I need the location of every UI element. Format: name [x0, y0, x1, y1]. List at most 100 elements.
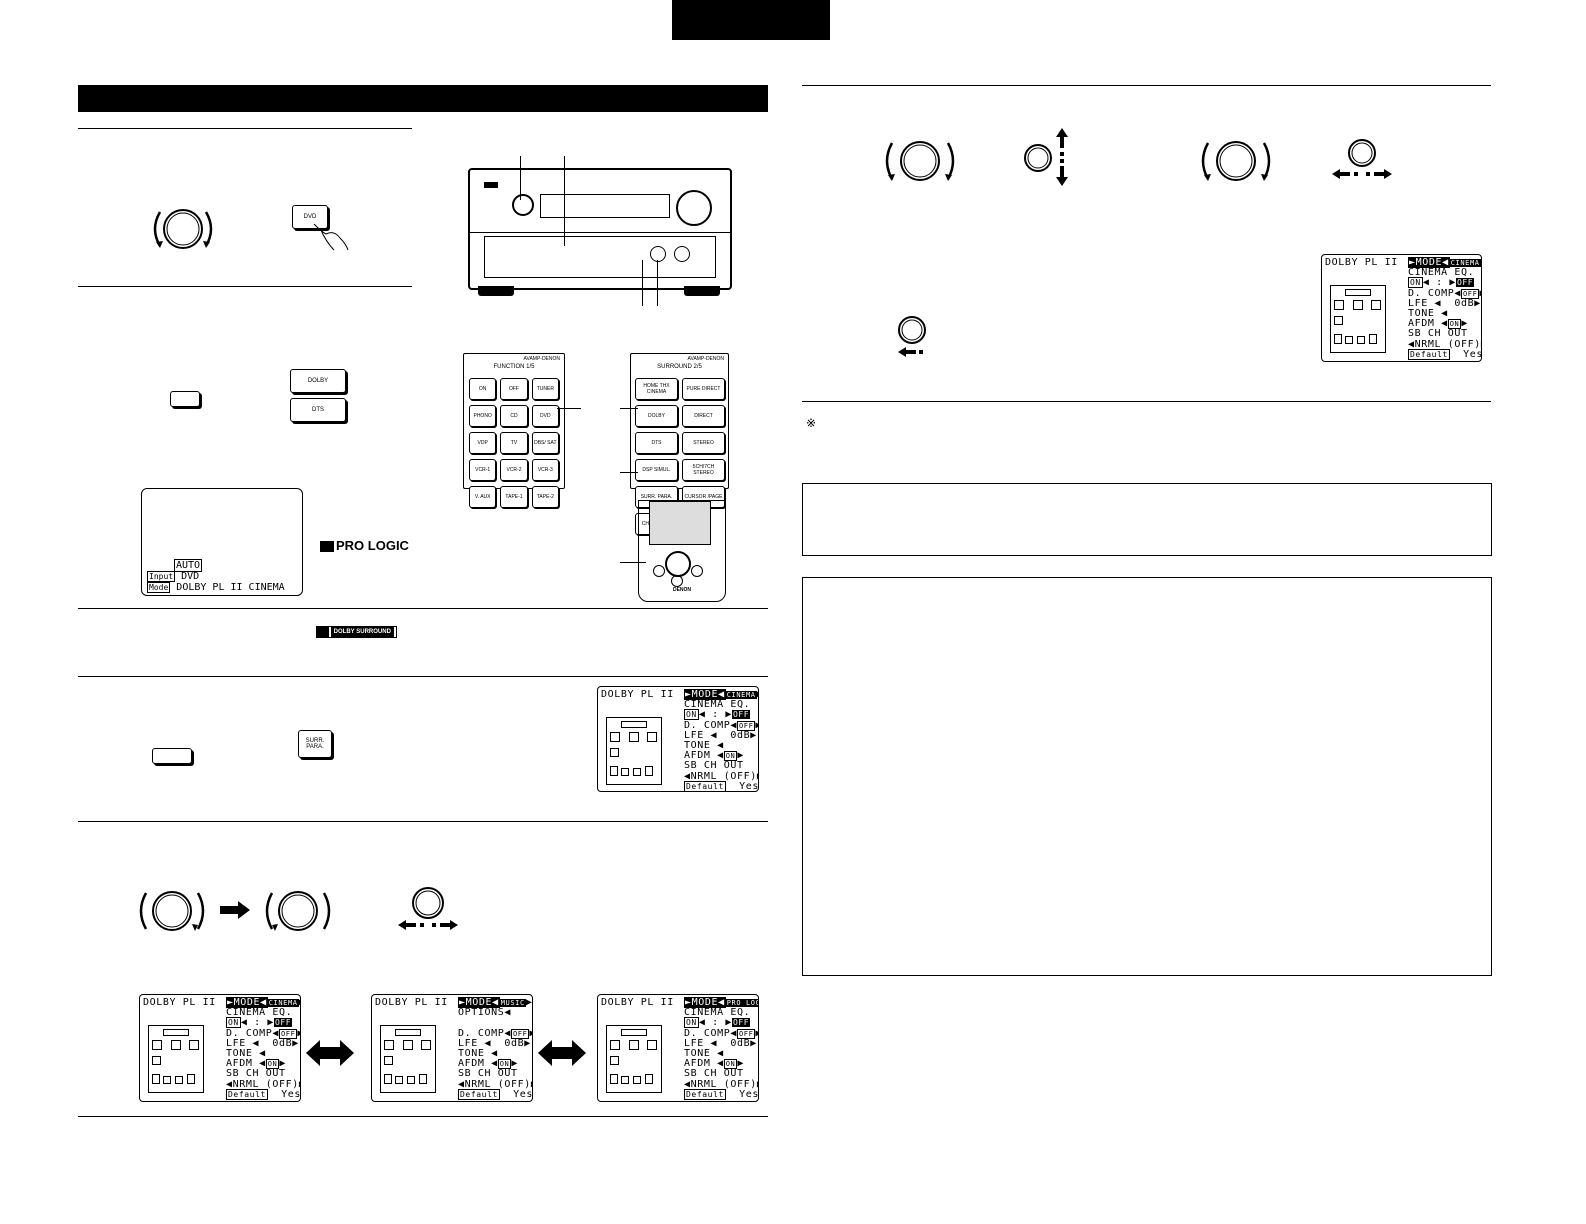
osd-off[interactable]: OFF	[1455, 278, 1475, 288]
osd-yes[interactable]: Yes	[739, 1088, 759, 1100]
osd-lfe[interactable]: LFE	[1408, 297, 1428, 309]
remote-key[interactable]: DIRECT	[682, 405, 725, 427]
osd-default-button[interactable]: Default	[684, 1088, 726, 1100]
osd-yes[interactable]: Yes	[739, 780, 759, 792]
osd-cinema-eq[interactable]: CINEMA EQ.	[226, 1007, 293, 1019]
osd-on[interactable]: ON	[684, 709, 699, 721]
osd-nrml[interactable]: NRML (OFF)	[1414, 338, 1481, 350]
osd-lfe[interactable]: LFE	[684, 1037, 704, 1049]
remote-key[interactable]: DOLBY	[635, 405, 678, 427]
osd-lfe[interactable]: LFE	[458, 1037, 478, 1049]
remote-key[interactable]: TV	[500, 432, 528, 454]
remote-key[interactable]: V. AUX	[469, 486, 497, 508]
osd-afdm[interactable]: AFDM	[684, 750, 711, 762]
osd-cinema-eq[interactable]: CINEMA EQ.	[684, 699, 751, 711]
osd-lfe[interactable]: LFE	[684, 729, 704, 741]
osd-nrml[interactable]: NRML (OFF)	[232, 1078, 299, 1090]
osd-on[interactable]: ON	[1408, 277, 1423, 289]
osd-afdm[interactable]: AFDM	[1408, 318, 1435, 330]
osd-off[interactable]: OFF	[273, 1018, 293, 1028]
osd-mode-value[interactable]: PRO LOGIC	[725, 999, 758, 1007]
dolby-button[interactable]: DOLBY	[290, 369, 346, 393]
osd-tone[interactable]: TONE	[684, 1047, 711, 1059]
remote-key[interactable]: VCR-2	[500, 459, 528, 481]
remote-key[interactable]: VDP	[469, 432, 497, 454]
osd-dcomp[interactable]: D. COMP	[684, 1027, 731, 1039]
osd-mode-label[interactable]: MODE	[233, 997, 261, 1008]
osd-mode-label[interactable]: MODE	[1415, 257, 1443, 268]
osd-off[interactable]: OFF	[731, 1018, 751, 1028]
dvd-button[interactable]: DVD	[292, 205, 328, 229]
osd-afdm-value: ON	[723, 751, 738, 762]
osd-dcomp[interactable]: D. COMP	[684, 719, 731, 731]
osd-tone[interactable]: TONE	[458, 1047, 485, 1059]
osd-mode-value[interactable]: MUSIC	[499, 999, 526, 1007]
remote-key[interactable]: DTS	[635, 432, 678, 454]
osd-yes[interactable]: Yes	[1463, 348, 1482, 360]
osd-mode-label[interactable]: MODE	[691, 997, 719, 1008]
remote-key[interactable]: DBS/ SAT	[531, 432, 559, 454]
osd-afdm[interactable]: AFDM	[684, 1058, 711, 1070]
dolby-surround-text: DOLBY SURROUND	[330, 627, 394, 637]
osd-default-button[interactable]: Default	[458, 1088, 500, 1100]
osd-on[interactable]: ON	[684, 1017, 699, 1029]
volume-knob-icon	[676, 190, 712, 226]
osd-tone[interactable]: TONE	[226, 1047, 253, 1059]
osd-dcomp[interactable]: D. COMP	[226, 1027, 273, 1039]
remote-key[interactable]: 5CH/7CH STEREO	[682, 459, 725, 481]
osd-default-button[interactable]: Default	[684, 780, 726, 791]
remote-key[interactable]: TAPE-2	[531, 486, 559, 508]
remote-key[interactable]: VCR-3	[531, 459, 559, 481]
osd-yes[interactable]: Yes	[513, 1088, 533, 1100]
remote-key[interactable]: PHONO	[469, 405, 497, 427]
remote-key[interactable]: OFF	[500, 378, 528, 400]
osd-sb-ch-out[interactable]: SB CH OUT	[684, 760, 744, 772]
osd-dcomp[interactable]: D. COMP	[1408, 287, 1455, 299]
osd-sb-ch-out[interactable]: SB CH OUT	[1408, 328, 1468, 340]
osd-cinema-eq[interactable]: CINEMA EQ.	[1408, 267, 1475, 279]
osd-sb-ch-out[interactable]: SB CH OUT	[458, 1068, 518, 1080]
blank-button[interactable]	[152, 748, 192, 764]
osd-mode-label[interactable]: MODE	[465, 997, 493, 1008]
osd-on[interactable]: ON	[226, 1017, 241, 1029]
remote-key[interactable]: DSP SIMUL.	[635, 459, 678, 481]
osd-sb-ch-out[interactable]: SB CH OUT	[226, 1068, 286, 1080]
surr-para-button[interactable]: SURR. PARA.	[298, 730, 332, 758]
osd-tone[interactable]: TONE	[1408, 307, 1435, 319]
osd-yes[interactable]: Yes	[281, 1088, 301, 1100]
osd-afdm[interactable]: AFDM	[226, 1058, 253, 1070]
dts-button[interactable]: DTS	[290, 398, 346, 422]
osd-nrml[interactable]: NRML (OFF)	[690, 770, 757, 782]
osd-lfe[interactable]: LFE	[226, 1037, 246, 1049]
osd-options[interactable]: OPTIONS	[458, 1007, 505, 1019]
osd-dcomp[interactable]: D. COMP	[458, 1027, 505, 1039]
remote-key[interactable]: CD	[500, 405, 528, 427]
double-arrow-icon	[538, 1040, 586, 1071]
remote-key[interactable]: ON	[469, 378, 497, 400]
remote-key[interactable]: VCR-1	[469, 459, 497, 481]
osd-sb-ch-out[interactable]: SB CH OUT	[684, 1068, 744, 1080]
osd-mode-label[interactable]: MODE	[691, 689, 719, 700]
osd-cinema-eq[interactable]: CINEMA EQ.	[684, 1007, 751, 1019]
remote-key[interactable]: HOME THX CINEMA	[635, 378, 678, 400]
osd-default-button[interactable]: Default	[226, 1088, 268, 1100]
pro-logic-logo: PRO LOGIC	[320, 538, 409, 553]
blank-button[interactable]	[170, 391, 200, 407]
osd-default-button[interactable]: Default	[1408, 348, 1450, 360]
osd-nrml[interactable]: NRML (OFF)	[690, 1078, 757, 1090]
mode-value: DOLBY PL II CINEMA	[176, 582, 285, 593]
remote-key[interactable]: TUNER	[531, 378, 559, 400]
remote-key[interactable]: PURE DIRECT	[682, 378, 725, 400]
osd-mode-value[interactable]: CINEMA	[267, 999, 299, 1007]
remote-key[interactable]: STEREO	[682, 432, 725, 454]
remote-key[interactable]: DVD	[531, 405, 559, 427]
osd-mode-value[interactable]: CINEMA	[725, 691, 757, 699]
remote-key[interactable]: TAPE-1	[500, 486, 528, 508]
osd-mode-value[interactable]: CINEMA	[1449, 259, 1481, 267]
osd-off[interactable]: OFF	[731, 710, 751, 720]
osd-nrml[interactable]: NRML (OFF)	[464, 1078, 531, 1090]
osd-tone[interactable]: TONE	[684, 739, 711, 751]
rule	[802, 85, 1491, 86]
osd-afdm[interactable]: AFDM	[458, 1058, 485, 1070]
osd-afdm-value: ON	[265, 1059, 280, 1070]
